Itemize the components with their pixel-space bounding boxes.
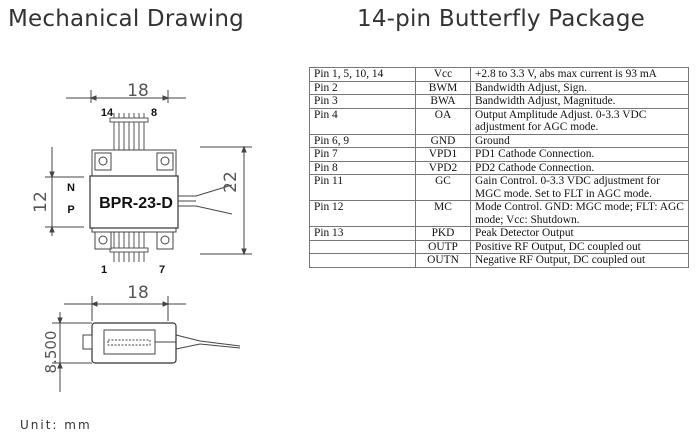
pin-name-cell: VPD1 — [415, 147, 471, 162]
pin-14-label: 14 — [101, 107, 114, 119]
pin-number-cell — [309, 253, 416, 268]
fiber-span-dim: 22 — [221, 171, 241, 193]
part-number-label: BPR-23-D — [99, 195, 173, 212]
side-height-dim: 8.500 — [42, 331, 60, 374]
pin-name-cell: BWA — [415, 94, 471, 109]
pin-description-cell: PD2 Cathode Connection. — [470, 160, 689, 175]
height-dim: 12 — [31, 191, 51, 213]
bottom-pins — [109, 232, 149, 262]
pin-description-cell: PD1 Cathode Connection. — [470, 147, 689, 162]
pin-description-cell: Gain Control. 0-3.3 VDC adjustment for M… — [470, 174, 689, 201]
package-title: 14-pin Butterfly Package — [357, 6, 645, 32]
pin-name-cell: OA — [415, 107, 471, 135]
pin-description-cell: Ground — [470, 133, 689, 148]
top-width-dim: 18 — [127, 81, 149, 101]
pin-number-cell — [309, 239, 416, 254]
pin-8-label: 8 — [151, 107, 157, 119]
pin-number-cell: Pin 6, 9 — [309, 133, 416, 148]
pin-description-cell: Bandwidth Adjust, Magnitude. — [470, 94, 689, 109]
pin-number-cell: Pin 12 — [309, 200, 416, 227]
pin-name-cell: OUTN — [415, 253, 471, 268]
pin-name-cell: GC — [415, 174, 471, 201]
pin-name-cell: Vcc — [415, 67, 471, 82]
unit-note: Unit: mm — [20, 418, 92, 432]
pin-description-cell: Bandwidth Adjust, Sign. — [470, 80, 689, 95]
pin-name-cell: OUTP — [415, 239, 471, 254]
n-side-label: N — [67, 182, 75, 194]
pin-number-cell: Pin 3 — [309, 94, 416, 109]
pin-number-cell: Pin 13 — [309, 226, 416, 241]
pin-number-cell: Pin 4 — [309, 107, 416, 135]
pin-description-cell: Mode Control. GND: MGC mode; FLT: AGC mo… — [470, 200, 689, 227]
top-pins — [109, 113, 149, 150]
pin-number-cell: Pin 1, 5, 10, 14 — [309, 67, 416, 82]
pin-name-cell: BWM — [415, 80, 471, 95]
pin-description-cell: +2.8 to 3.3 V, abs max current is 93 mA — [470, 67, 689, 82]
pin-number-cell: Pin 2 — [309, 80, 416, 95]
pin-description-cell: Negative RF Output, DC coupled out — [470, 253, 689, 268]
pin-number-cell: Pin 11 — [309, 174, 416, 201]
mechanical-drawing-title: Mechanical Drawing — [8, 6, 244, 32]
pin-name-cell: MC — [415, 200, 471, 227]
mechanical-drawing: 18 14 8 1 7 N P BPR-23-D 12 22 18 8.500 — [31, 81, 252, 392]
pin-number-cell: Pin 7 — [309, 147, 416, 162]
pin-description-cell: Output Amplitude Adjust. 0-3.3 VDC adjus… — [470, 107, 689, 135]
pin-description-cell: Peak Detector Output — [470, 226, 689, 241]
side-width-dim: 18 — [127, 283, 149, 303]
pin-name-cell: GND — [415, 133, 471, 148]
pin-name-cell: PKD — [415, 226, 471, 241]
pin-number-cell: Pin 8 — [309, 160, 416, 175]
pin-description-cell: Positive RF Output, DC coupled out — [470, 239, 689, 254]
pin-7-label: 7 — [159, 264, 165, 276]
pin-name-cell: VPD2 — [415, 160, 471, 175]
pin-1-label: 1 — [101, 264, 107, 276]
p-side-label: P — [67, 204, 74, 216]
